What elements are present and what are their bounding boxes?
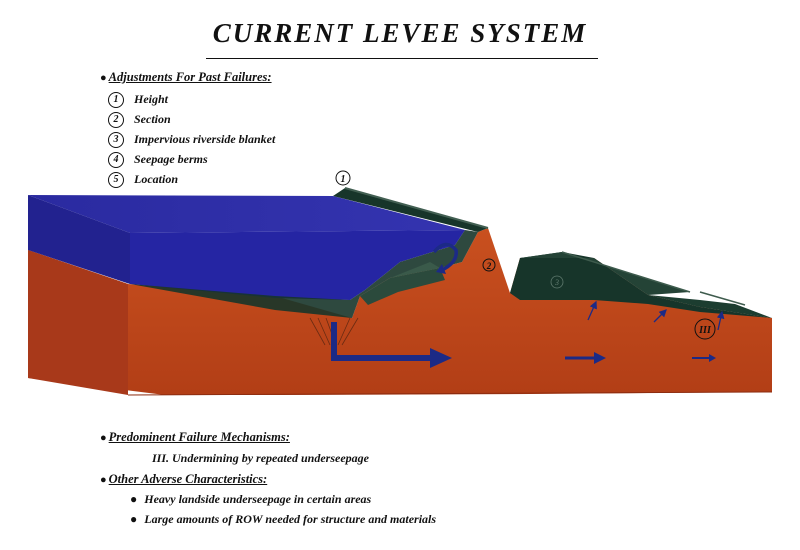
- failure-mechanisms-heading: ●Predominent Failure Mechanisms:: [100, 430, 290, 444]
- bullet-icon: ●: [100, 474, 107, 486]
- failure-mechanism-item: III. Undermining by repeated underseepag…: [152, 451, 369, 465]
- height-marker-icon: [335, 170, 351, 186]
- circled-number-icon: 2: [108, 112, 124, 128]
- other-adverse-heading: ●Other Adverse Characteristics:: [100, 472, 268, 486]
- circled-number-icon: 4: [108, 152, 124, 168]
- blanket-marker-label: 3: [554, 278, 559, 287]
- bullet-icon: ●: [130, 492, 138, 506]
- section-marker-label: 2: [486, 261, 492, 271]
- underseepage-arrows: [331, 242, 725, 368]
- levee-crest: [333, 187, 489, 232]
- title-underline: [206, 58, 598, 59]
- river-water: [28, 195, 465, 300]
- diagram-markers: 1 2 3 III: [335, 170, 716, 340]
- bullet-icon: ●: [100, 432, 107, 444]
- circled-number-icon: 3: [108, 132, 124, 148]
- adverse-item: ●Heavy landside underseepage in certain …: [130, 492, 372, 506]
- failure-marker-label: III: [698, 325, 712, 336]
- circled-number-icon: 5: [108, 172, 124, 188]
- failure-marker-icon: [694, 318, 716, 340]
- blanket-marker-icon: [550, 275, 564, 289]
- circled-number-icon: 1: [108, 92, 124, 108]
- section-marker-icon: [482, 258, 496, 272]
- bullet-icon: ●: [100, 72, 107, 84]
- landside-berm: [510, 251, 772, 318]
- adjustments-heading: ●Adjustments For Past Failures:: [100, 70, 272, 84]
- riverside-slope: [130, 230, 478, 318]
- page-title: CURRENT LEVEE SYSTEM: [212, 18, 588, 48]
- height-marker-label: 1: [341, 174, 346, 185]
- bullet-icon: ●: [130, 512, 138, 526]
- adverse-item: ●Large amounts of ROW needed for structu…: [130, 512, 437, 526]
